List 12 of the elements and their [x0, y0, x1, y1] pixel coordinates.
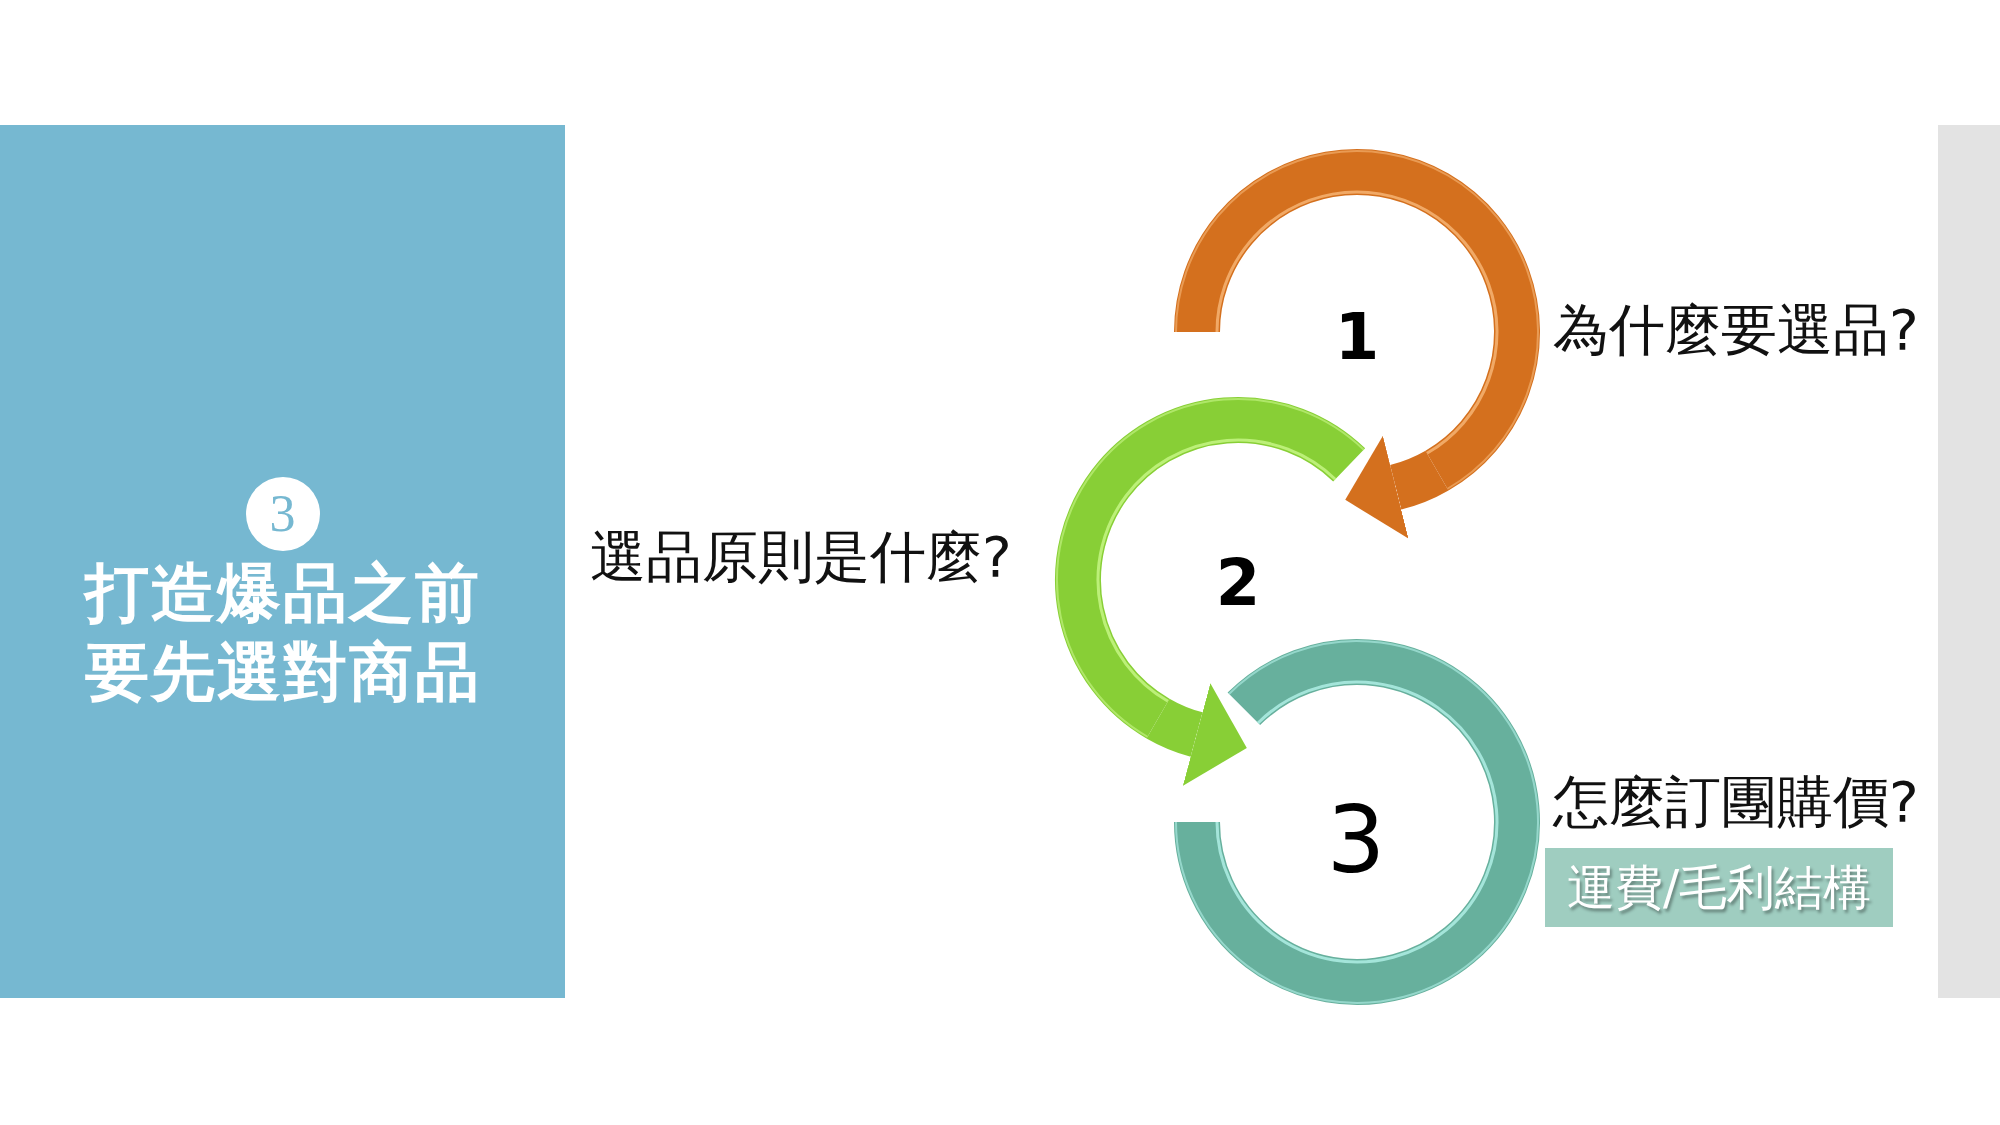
step-number: 1	[1334, 305, 1380, 369]
step-number: 3	[1326, 795, 1386, 887]
curved-arrow	[1147, 683, 1247, 786]
title-panel	[0, 125, 565, 998]
question-text: 為什麼要選品?	[1553, 296, 1919, 364]
question-text: 選品原則是什麼?	[590, 523, 1012, 591]
note-tag: 運費/毛利結構	[1545, 848, 1893, 927]
curved-arrow	[1345, 436, 1448, 539]
section-number-badge: 3	[245, 477, 320, 551]
question-text: 怎麼訂團購價?	[1553, 768, 1919, 836]
panel-heading: 打造爆品之前要先選對商品	[82, 555, 482, 711]
step-number: 2	[1215, 551, 1261, 615]
